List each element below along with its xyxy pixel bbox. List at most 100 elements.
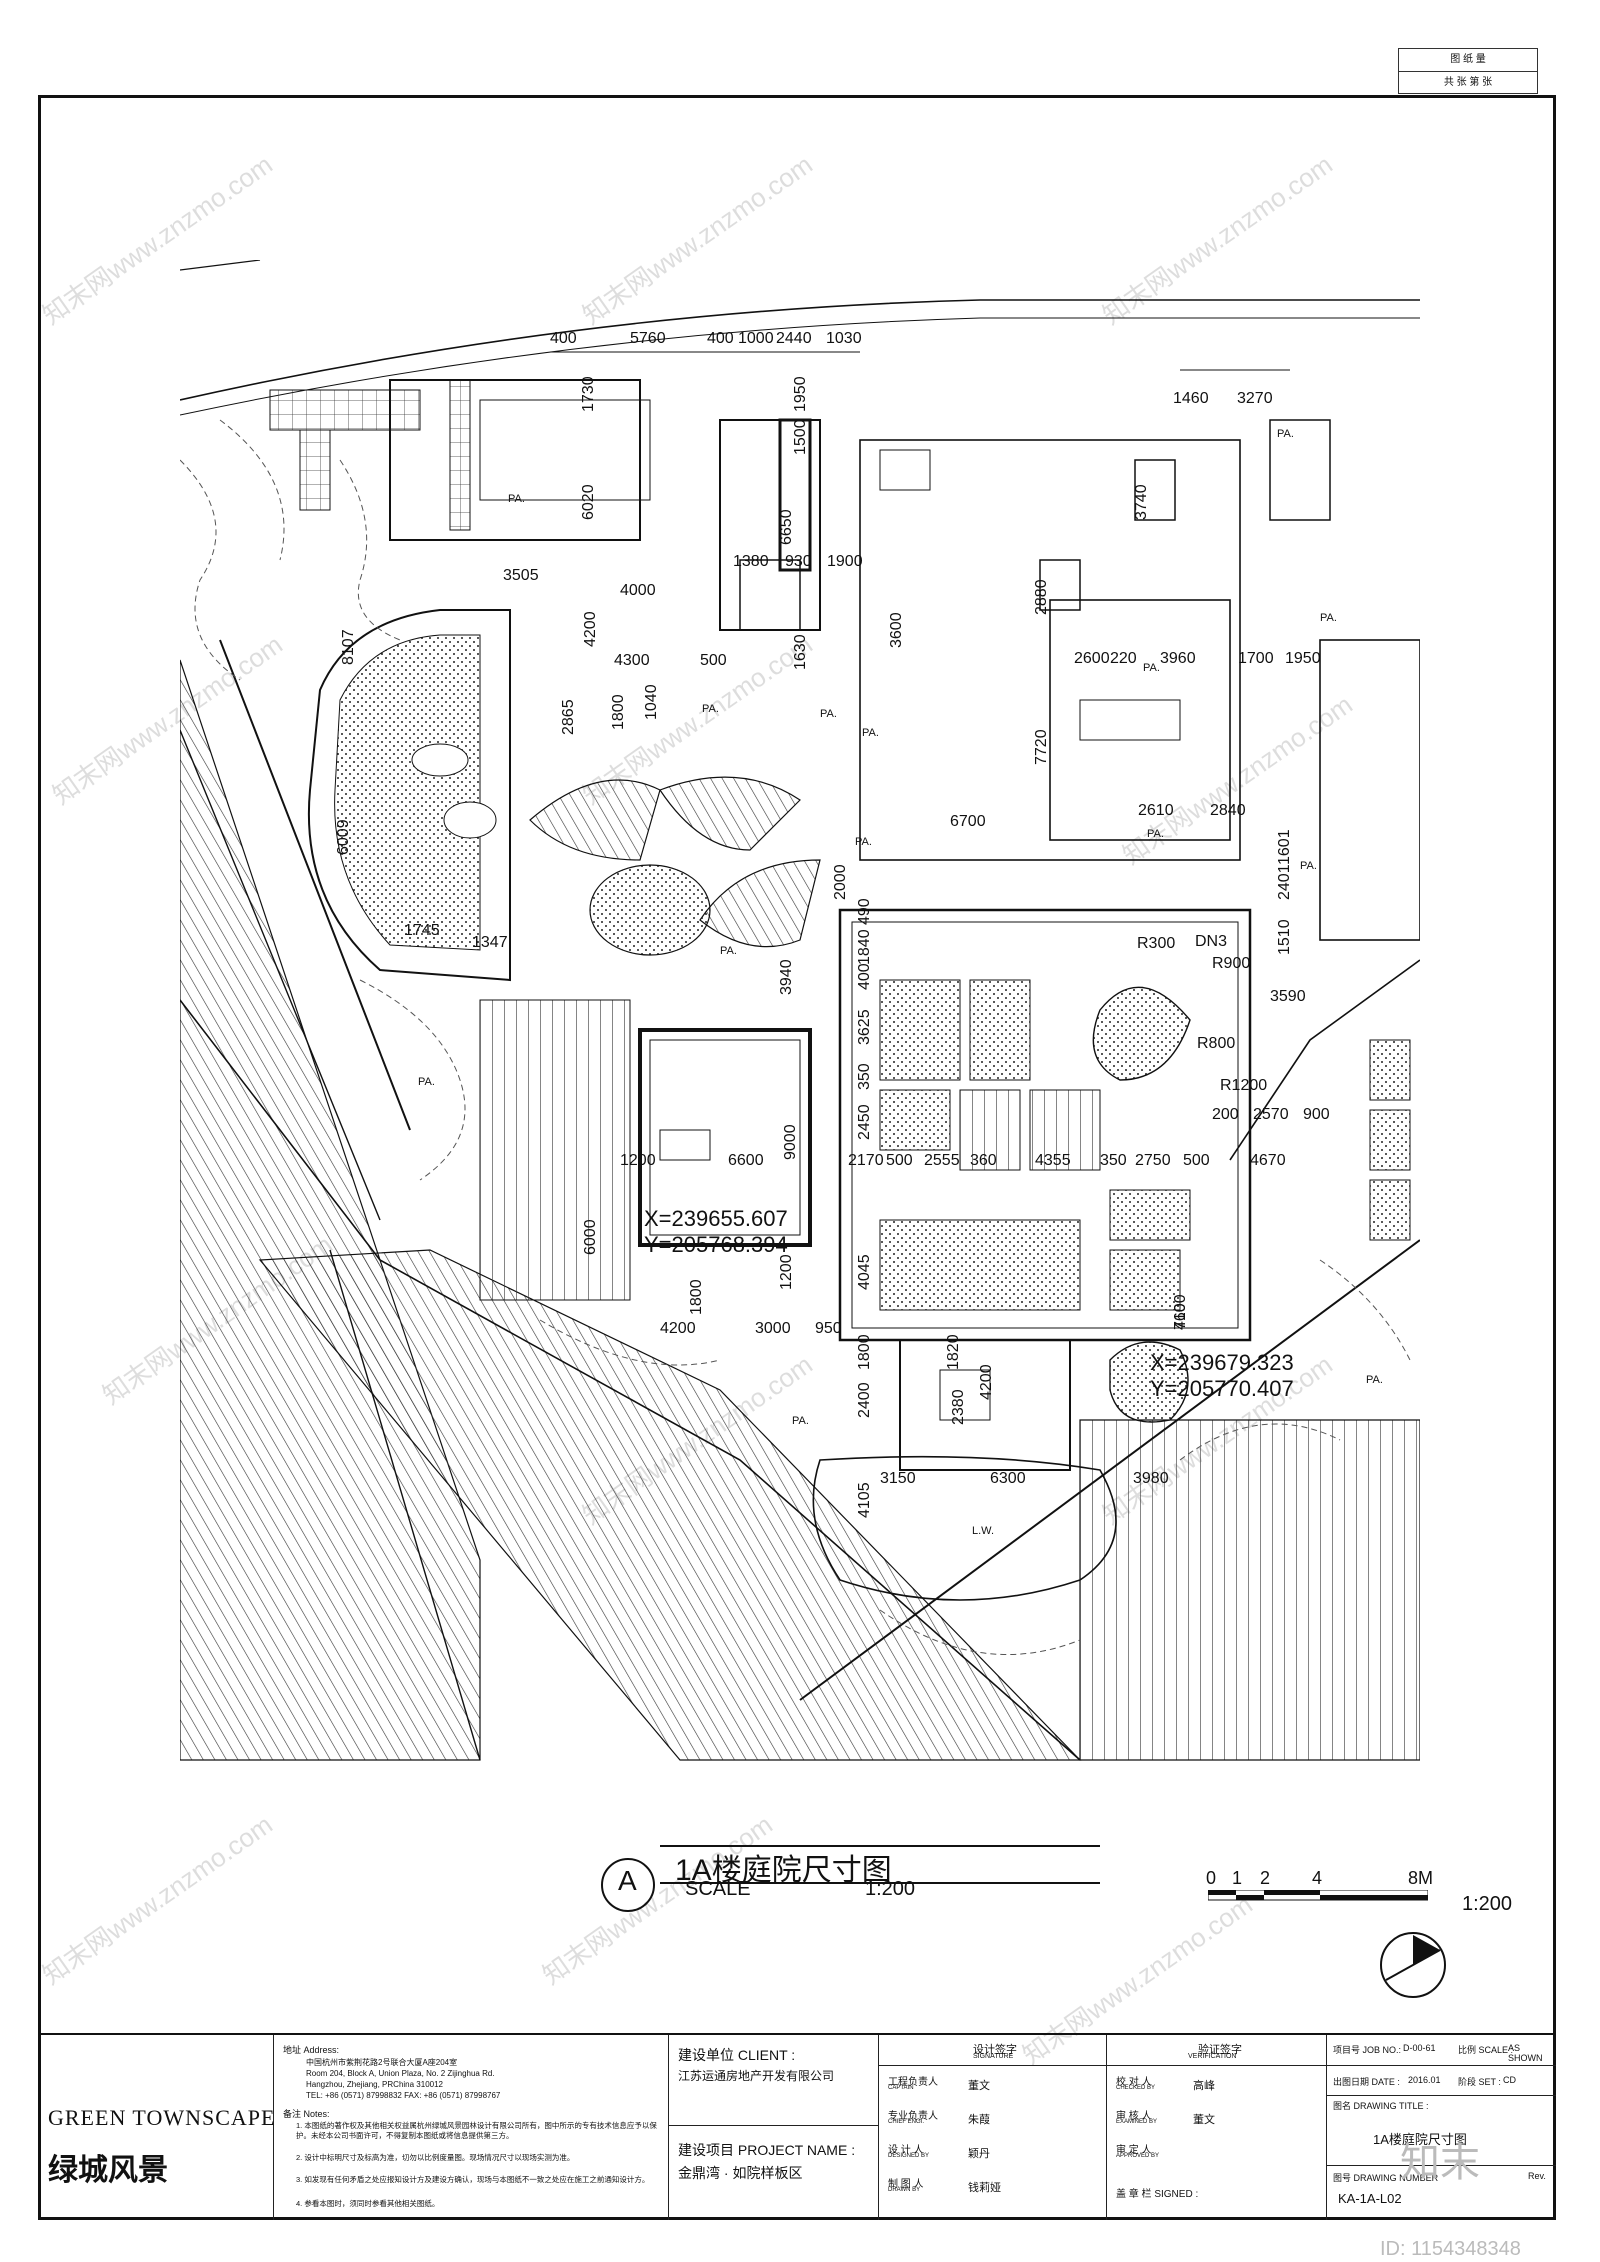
dim-label: 1900 (827, 553, 863, 570)
role-label: 制 图 人 (888, 2179, 924, 2190)
title-letter: A (618, 1865, 637, 1896)
dim-label: 1200 (620, 1152, 656, 1169)
dim-label: 1800 (610, 694, 627, 730)
site-plan (180, 260, 1420, 1761)
project-label: 建设项目 PROJECT NAME : (678, 2142, 856, 2158)
coordinate-point-1: X=239655.607 Y=205768.394 (644, 1206, 788, 1258)
dim-label: 3150 (880, 1470, 916, 1487)
stamp-label: 盖 章 栏 SIGNED : (1116, 2189, 1199, 2200)
coordinate-x: X=239655.607 (644, 1206, 788, 1231)
title-circle (601, 1858, 655, 1912)
dim-label: 2170 (848, 1152, 884, 1169)
dim-label: R900 (1212, 955, 1251, 972)
dim-label: 1030 (826, 330, 862, 347)
dim-label: 4105 (856, 1482, 873, 1518)
address-en-2: Hangzhou, Zhejiang, PRChina 310012 (306, 2080, 443, 2089)
scalebar-tick: 1 (1232, 1868, 1243, 1888)
drawing-frame (38, 95, 1556, 2220)
verify-role-en: CHECKED BY (1116, 2085, 1156, 2091)
job-no-label: 项目号 JOB NO.: (1333, 2045, 1402, 2055)
role-name: 钱莉娅 (968, 2182, 1001, 2194)
sheet-count-title: 图 纸 量 (1399, 49, 1537, 72)
title-underline-bottom (660, 1882, 1100, 1884)
phone-fax: TEL: +86 (0571) 87998832 FAX: +86 (0571)… (306, 2091, 501, 2100)
dim-label: 760 (1172, 1303, 1189, 1330)
drawing-title: 1A楼庭院尺寸图 (675, 1854, 892, 1887)
footer-logo: 知末 (1400, 2141, 1480, 2185)
dim-label: 350 (1100, 1152, 1127, 1169)
dim-label: 2000 (832, 864, 849, 900)
dim-label: 500 (700, 652, 727, 669)
area-label: PA. (418, 1076, 435, 1088)
area-label: PA. (792, 1415, 809, 1427)
role-label-en: DRAWN BY (888, 2187, 921, 2193)
area-label: PA. (1147, 828, 1164, 840)
verify-role: 校 对 人 (1116, 2077, 1152, 2088)
dim-label: 500 (1183, 1152, 1210, 1169)
dim-label: 400 (856, 963, 873, 990)
dim-label: 1950 (792, 376, 809, 412)
area-label: PA. (1300, 860, 1317, 872)
area-label: PA. (855, 836, 872, 848)
role-name: 董文 (968, 2080, 990, 2092)
dim-label: 3740 (1133, 484, 1150, 520)
note-item: 1. 本图纸的著作权及其他相关权益属杭州绿城风景园林设计有限公司所有，图中所示的… (296, 2121, 657, 2140)
dim-label: 3980 (1133, 1470, 1169, 1487)
area-label: PA. (1320, 612, 1337, 624)
dim-label: 1950 (1285, 650, 1321, 667)
role-label: 工程负责人 (888, 2077, 938, 2088)
dim-label: 220 (1110, 650, 1137, 667)
address-label: 地址 Address: (283, 2045, 340, 2055)
dim-label: 1745 (404, 922, 440, 939)
scalebar-tick: 2 (1260, 1868, 1271, 1888)
dim-label: 400 (707, 330, 734, 347)
dim-label: 3505 (503, 567, 539, 584)
dim-label: 1840 (856, 929, 873, 965)
dim-label: 2440 (776, 330, 812, 347)
role-name: 朱葭 (968, 2114, 990, 2126)
dim-label: 2840 (1210, 802, 1246, 819)
dim-label: R800 (1197, 1035, 1236, 1052)
dim-label: DN3 (1195, 933, 1228, 950)
verification-header-en: VERIFICATION (1188, 2053, 1237, 2060)
scale-value: 1:200 (865, 1878, 916, 1900)
title-block: GREEN TOWNSCAPE 绿城风景 地址 Address: 中国杭州市紫荆… (38, 2033, 1556, 2220)
north-arrow-icon (1380, 1932, 1446, 1998)
dim-label: 1700 (1238, 650, 1274, 667)
dim-label: 1601 (1276, 829, 1293, 865)
revision-label: Rev. (1528, 2171, 1546, 2181)
dim-label: 1040 (643, 684, 660, 720)
dim-label: 360 (970, 1152, 997, 1169)
dim-label: 1460 (1173, 390, 1209, 407)
set-label: 阶段 SET : (1458, 2077, 1501, 2087)
dim-label: 4200 (978, 1364, 995, 1400)
dim-label: 2865 (560, 699, 577, 735)
dim-label: 1730 (580, 376, 597, 412)
address-cn: 中国杭州市紫荆花路2号联合大厦A座204室 (306, 2058, 458, 2067)
role-label-en: CHIEF ENGI. (888, 2119, 925, 2125)
set-value: CD (1503, 2075, 1516, 2085)
dim-label: 1800 (856, 1334, 873, 1370)
dim-label: 200 (1212, 1106, 1239, 1123)
verify-name: 董文 (1193, 2114, 1215, 2126)
area-label: L.W. (972, 1525, 995, 1537)
dim-label: 900 (1303, 1106, 1330, 1123)
scale-label: SCALE (685, 1878, 751, 1900)
client-label: 建设单位 CLIENT : (678, 2047, 796, 2063)
verification-header: 验证签字 (1198, 2044, 1242, 2056)
dim-label: 950 (815, 1320, 842, 1337)
scale-label: 比例 SCALE : (1458, 2045, 1514, 2055)
dim-label: R1200 (1220, 1077, 1268, 1094)
dim-label: 2600 (1074, 650, 1110, 667)
coordinate-y: Y=205770.407 (1150, 1376, 1294, 1401)
dim-label: 4200 (660, 1320, 696, 1337)
dim-label: 6000 (582, 1219, 599, 1255)
signature-header: 设计签字 (973, 2044, 1017, 2056)
dim-label: 3590 (1270, 988, 1306, 1005)
area-label: PA. (702, 703, 719, 715)
dim-label: 6600 (728, 1152, 764, 1169)
dim-label: 4200 (582, 611, 599, 647)
role-label: 专业负责人 (888, 2111, 938, 2122)
area-label: PA. (1143, 662, 1160, 674)
dim-label: 3600 (888, 612, 905, 648)
